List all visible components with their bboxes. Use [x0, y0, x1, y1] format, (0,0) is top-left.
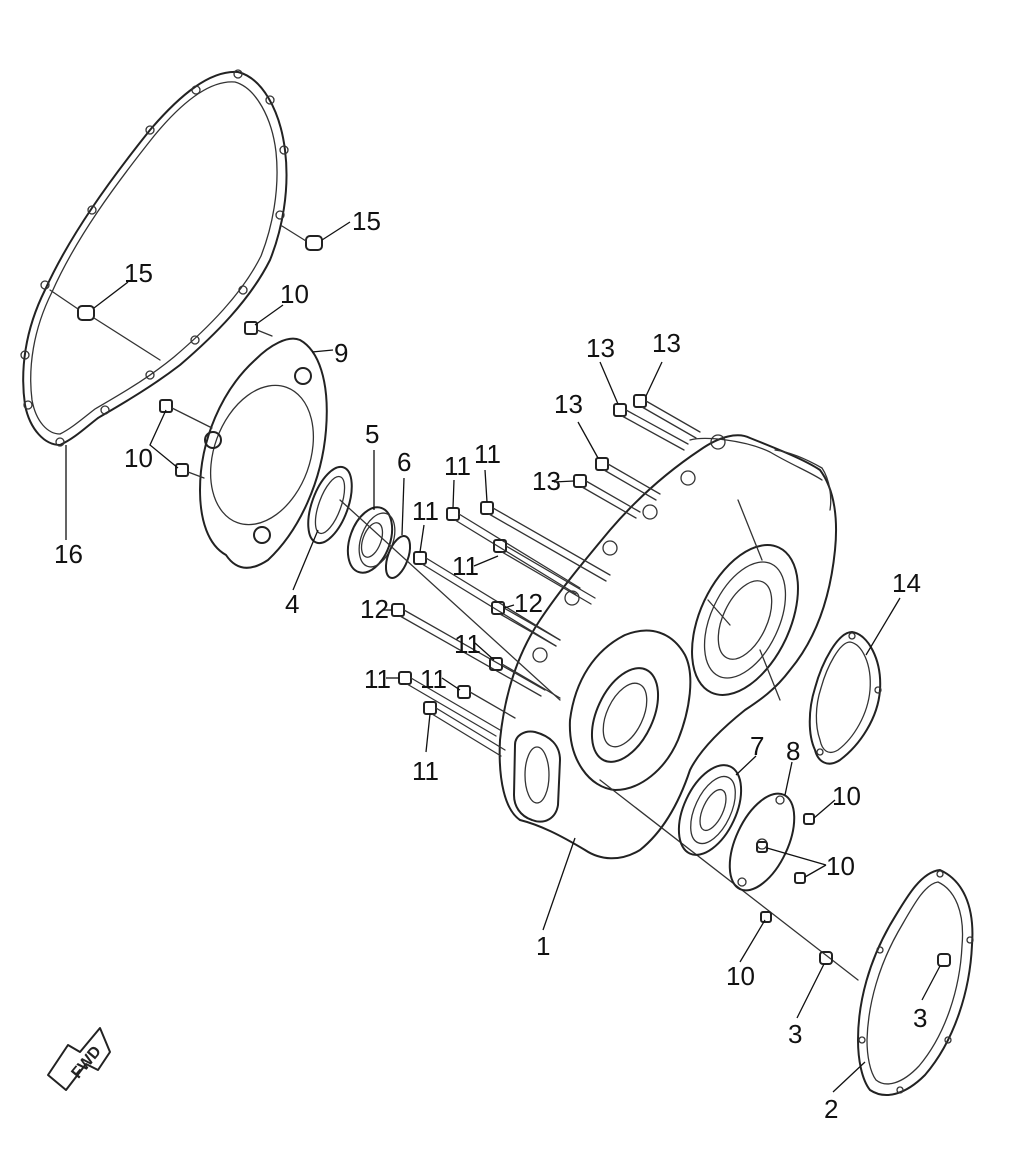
bolt-long-13-b	[633, 394, 701, 439]
bolt-11-e	[489, 657, 561, 699]
bolt-10-right-b	[756, 841, 768, 853]
forward-direction-arrow-icon: FWD	[47, 1027, 111, 1091]
outer-cover-gasket	[20, 69, 289, 447]
callout-11-d: 11	[452, 551, 479, 581]
callout-3-right: 3	[913, 1003, 927, 1033]
bolt-11-d	[493, 539, 596, 605]
callout-15-upper: 15	[352, 206, 381, 236]
bearing-large	[677, 764, 743, 856]
bolt-10-bottom	[760, 911, 772, 923]
callout-8: 8	[786, 736, 800, 766]
leader-lines	[65, 221, 941, 1093]
oil-seal	[307, 465, 353, 545]
bolt-11-a	[446, 507, 581, 595]
bolt-long-13-c	[595, 457, 661, 501]
callout-12-a: 12	[360, 594, 389, 624]
callout-13-d: 13	[532, 466, 561, 496]
callout-13-c: 13	[554, 389, 583, 419]
callout-3-left: 3	[788, 1019, 802, 1049]
dowel-pin-3-left	[819, 951, 833, 965]
bolt-plate-top	[244, 321, 273, 337]
callout-9: 9	[334, 338, 348, 368]
callout-11-h: 11	[412, 756, 439, 786]
bolt-11-f	[398, 671, 501, 737]
callout-12-b: 12	[514, 588, 543, 618]
callout-11-g: 11	[420, 664, 447, 694]
callout-10-bottom: 10	[726, 961, 755, 991]
bolt-12-a	[391, 603, 546, 697]
callout-11-f: 11	[364, 664, 391, 694]
dowel-pin-upper	[281, 225, 323, 251]
callout-11-c: 11	[412, 496, 439, 526]
callout-10-right-upper: 10	[832, 781, 861, 811]
bolt-long-13-a	[613, 403, 689, 451]
dowel-pin-lower	[49, 289, 161, 361]
callout-11-e: 11	[454, 629, 481, 659]
bolt-11-g	[457, 685, 516, 719]
callout-6: 6	[397, 447, 411, 477]
callout-16: 16	[54, 539, 83, 569]
bolt-10-right-a	[803, 813, 815, 825]
callout-labels: 15 15 10 9 10 16 4 5 6 13 13 13 13 11 11…	[54, 206, 927, 1124]
bolt-11-h	[423, 701, 506, 757]
callout-10-right-lower: 10	[826, 851, 855, 881]
callout-14: 14	[892, 568, 921, 598]
lower-cover-gasket	[857, 869, 974, 1096]
axis-line-upper	[339, 499, 561, 701]
bearing-small	[346, 506, 396, 574]
callout-10-top: 10	[280, 279, 309, 309]
callout-13-a: 13	[586, 333, 615, 363]
callout-11-a: 11	[444, 451, 471, 481]
small-cover-gasket	[808, 631, 882, 765]
callout-5: 5	[365, 419, 379, 449]
crankcase-cover	[498, 434, 838, 860]
callout-2: 2	[824, 1094, 838, 1124]
axis-line-right	[599, 779, 859, 981]
bolt-10-right-c	[794, 872, 806, 884]
callout-4: 4	[285, 589, 299, 619]
callout-1: 1	[536, 931, 550, 961]
callout-15-lower: 15	[124, 258, 153, 288]
callout-7: 7	[750, 731, 764, 761]
callout-13-b: 13	[652, 328, 681, 358]
retainer-plate	[199, 337, 328, 569]
bolt-long-13-d	[573, 474, 641, 519]
bolt-plate-left-b	[175, 463, 205, 479]
callout-10-left: 10	[124, 443, 153, 473]
callout-11-b: 11	[474, 439, 501, 469]
dowel-pin-3-right	[937, 953, 951, 967]
bolt-plate-left-a	[159, 399, 213, 429]
